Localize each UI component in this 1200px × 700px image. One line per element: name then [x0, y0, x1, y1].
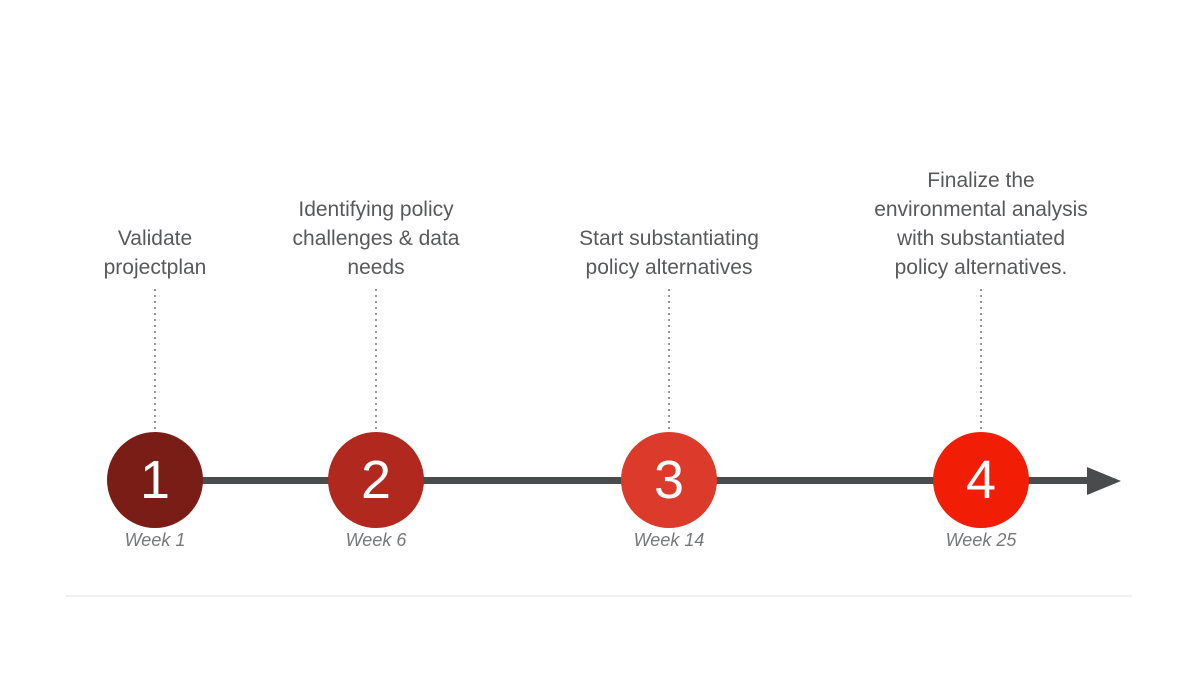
milestone-week-label: Week 6	[345, 530, 407, 550]
milestone-week-label: Week 14	[633, 530, 705, 550]
milestone-label: Identifying policy challenges & data nee…	[292, 198, 460, 279]
milestone-week-label: Week 1	[124, 530, 186, 550]
dotted-connector-line	[668, 289, 670, 430]
dotted-connector-line	[375, 289, 377, 430]
milestone-circle: 2	[328, 432, 424, 528]
dotted-connector-line	[980, 289, 982, 430]
milestone-circle: 3	[621, 432, 717, 528]
arrow-right-icon	[1087, 467, 1121, 495]
milestone-label: Validate projectplan	[103, 227, 207, 279]
milestone-label: Start substantiating policy alternatives	[579, 227, 759, 279]
bottom-divider-line	[66, 595, 1132, 597]
dotted-connector-line	[154, 289, 156, 430]
milestone-circle: 4	[933, 432, 1029, 528]
milestone-circle: 1	[107, 432, 203, 528]
milestone-week-label: Week 25	[945, 530, 1017, 550]
milestone-label: Finalize the environmental analysis with…	[874, 169, 1088, 279]
